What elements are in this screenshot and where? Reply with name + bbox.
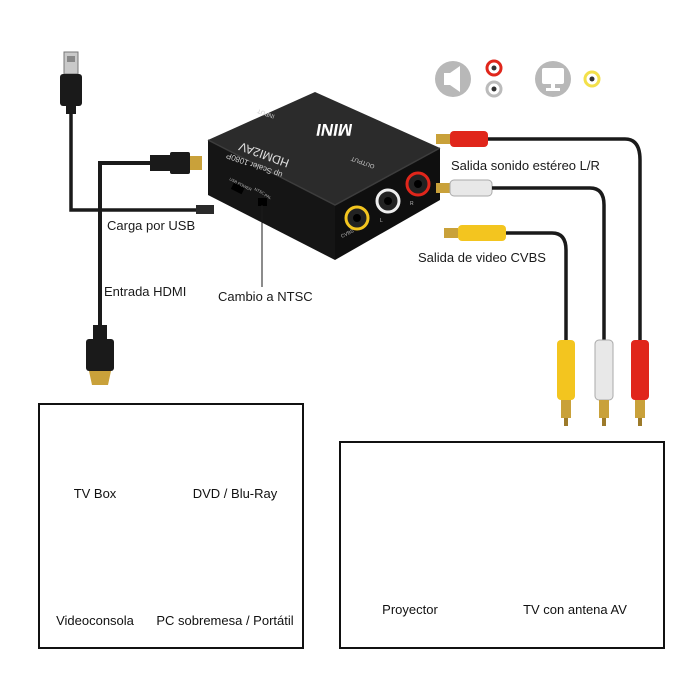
hdmi2av-converter bbox=[207, 92, 441, 260]
converter-l-text: L bbox=[380, 218, 383, 224]
speaker-icon bbox=[435, 61, 471, 97]
hdmi-plug-bottom-icon bbox=[86, 325, 114, 385]
rca-white-cable bbox=[492, 186, 606, 340]
rca-red-plug-bottom bbox=[631, 340, 649, 426]
sources-box bbox=[38, 403, 304, 649]
red-white-jacks-icon bbox=[485, 59, 503, 98]
yellow-jack-icon bbox=[583, 70, 601, 88]
source-label-dvd: DVD / Blu-Ray bbox=[192, 486, 278, 501]
usb-cable bbox=[69, 114, 204, 212]
rca-white-plug-top bbox=[436, 179, 493, 197]
usb-label: Carga por USB bbox=[107, 218, 196, 233]
stereo-label: Salida sonido estéreo L/R bbox=[451, 158, 600, 173]
hdmi-plug-top-icon bbox=[150, 152, 202, 174]
hdmi-cable bbox=[98, 161, 155, 335]
converter-ntsc-text: NTSC bbox=[254, 186, 266, 195]
rca-white-plug-bottom bbox=[594, 339, 614, 426]
converter-cvbs-text: CVBS bbox=[340, 228, 355, 240]
converter-pal-text: PAL bbox=[264, 192, 273, 200]
rca-red-plug-top bbox=[436, 131, 488, 147]
ntsc-label: Cambio a NTSC bbox=[218, 289, 313, 304]
displays-box bbox=[339, 441, 665, 649]
usb-plug-icon bbox=[60, 51, 82, 114]
source-label-tv-box: TV Box bbox=[73, 486, 117, 501]
display-label-crt-tv: TV con antena AV bbox=[523, 602, 627, 617]
rca-yellow-plug-top bbox=[444, 225, 506, 241]
display-label-projector: Proyector bbox=[382, 602, 438, 617]
rca-yellow-cable bbox=[506, 231, 568, 340]
video-label: Salida de video CVBS bbox=[418, 250, 546, 265]
micro-usb-plug bbox=[196, 205, 214, 214]
converter-brand: MINI bbox=[315, 120, 354, 140]
rca-yellow-plug-bottom bbox=[557, 340, 575, 426]
source-label-console: Videoconsola bbox=[56, 613, 134, 628]
rca-red-cable bbox=[488, 137, 642, 340]
converter-input-text: INPUT bbox=[256, 107, 275, 119]
hdmi-label: Entrada HDMI bbox=[104, 284, 187, 299]
source-label-pc: PC sobremesa / Portátil bbox=[156, 613, 294, 628]
converter-r-text: R bbox=[410, 201, 414, 207]
monitor-icon bbox=[535, 61, 571, 97]
